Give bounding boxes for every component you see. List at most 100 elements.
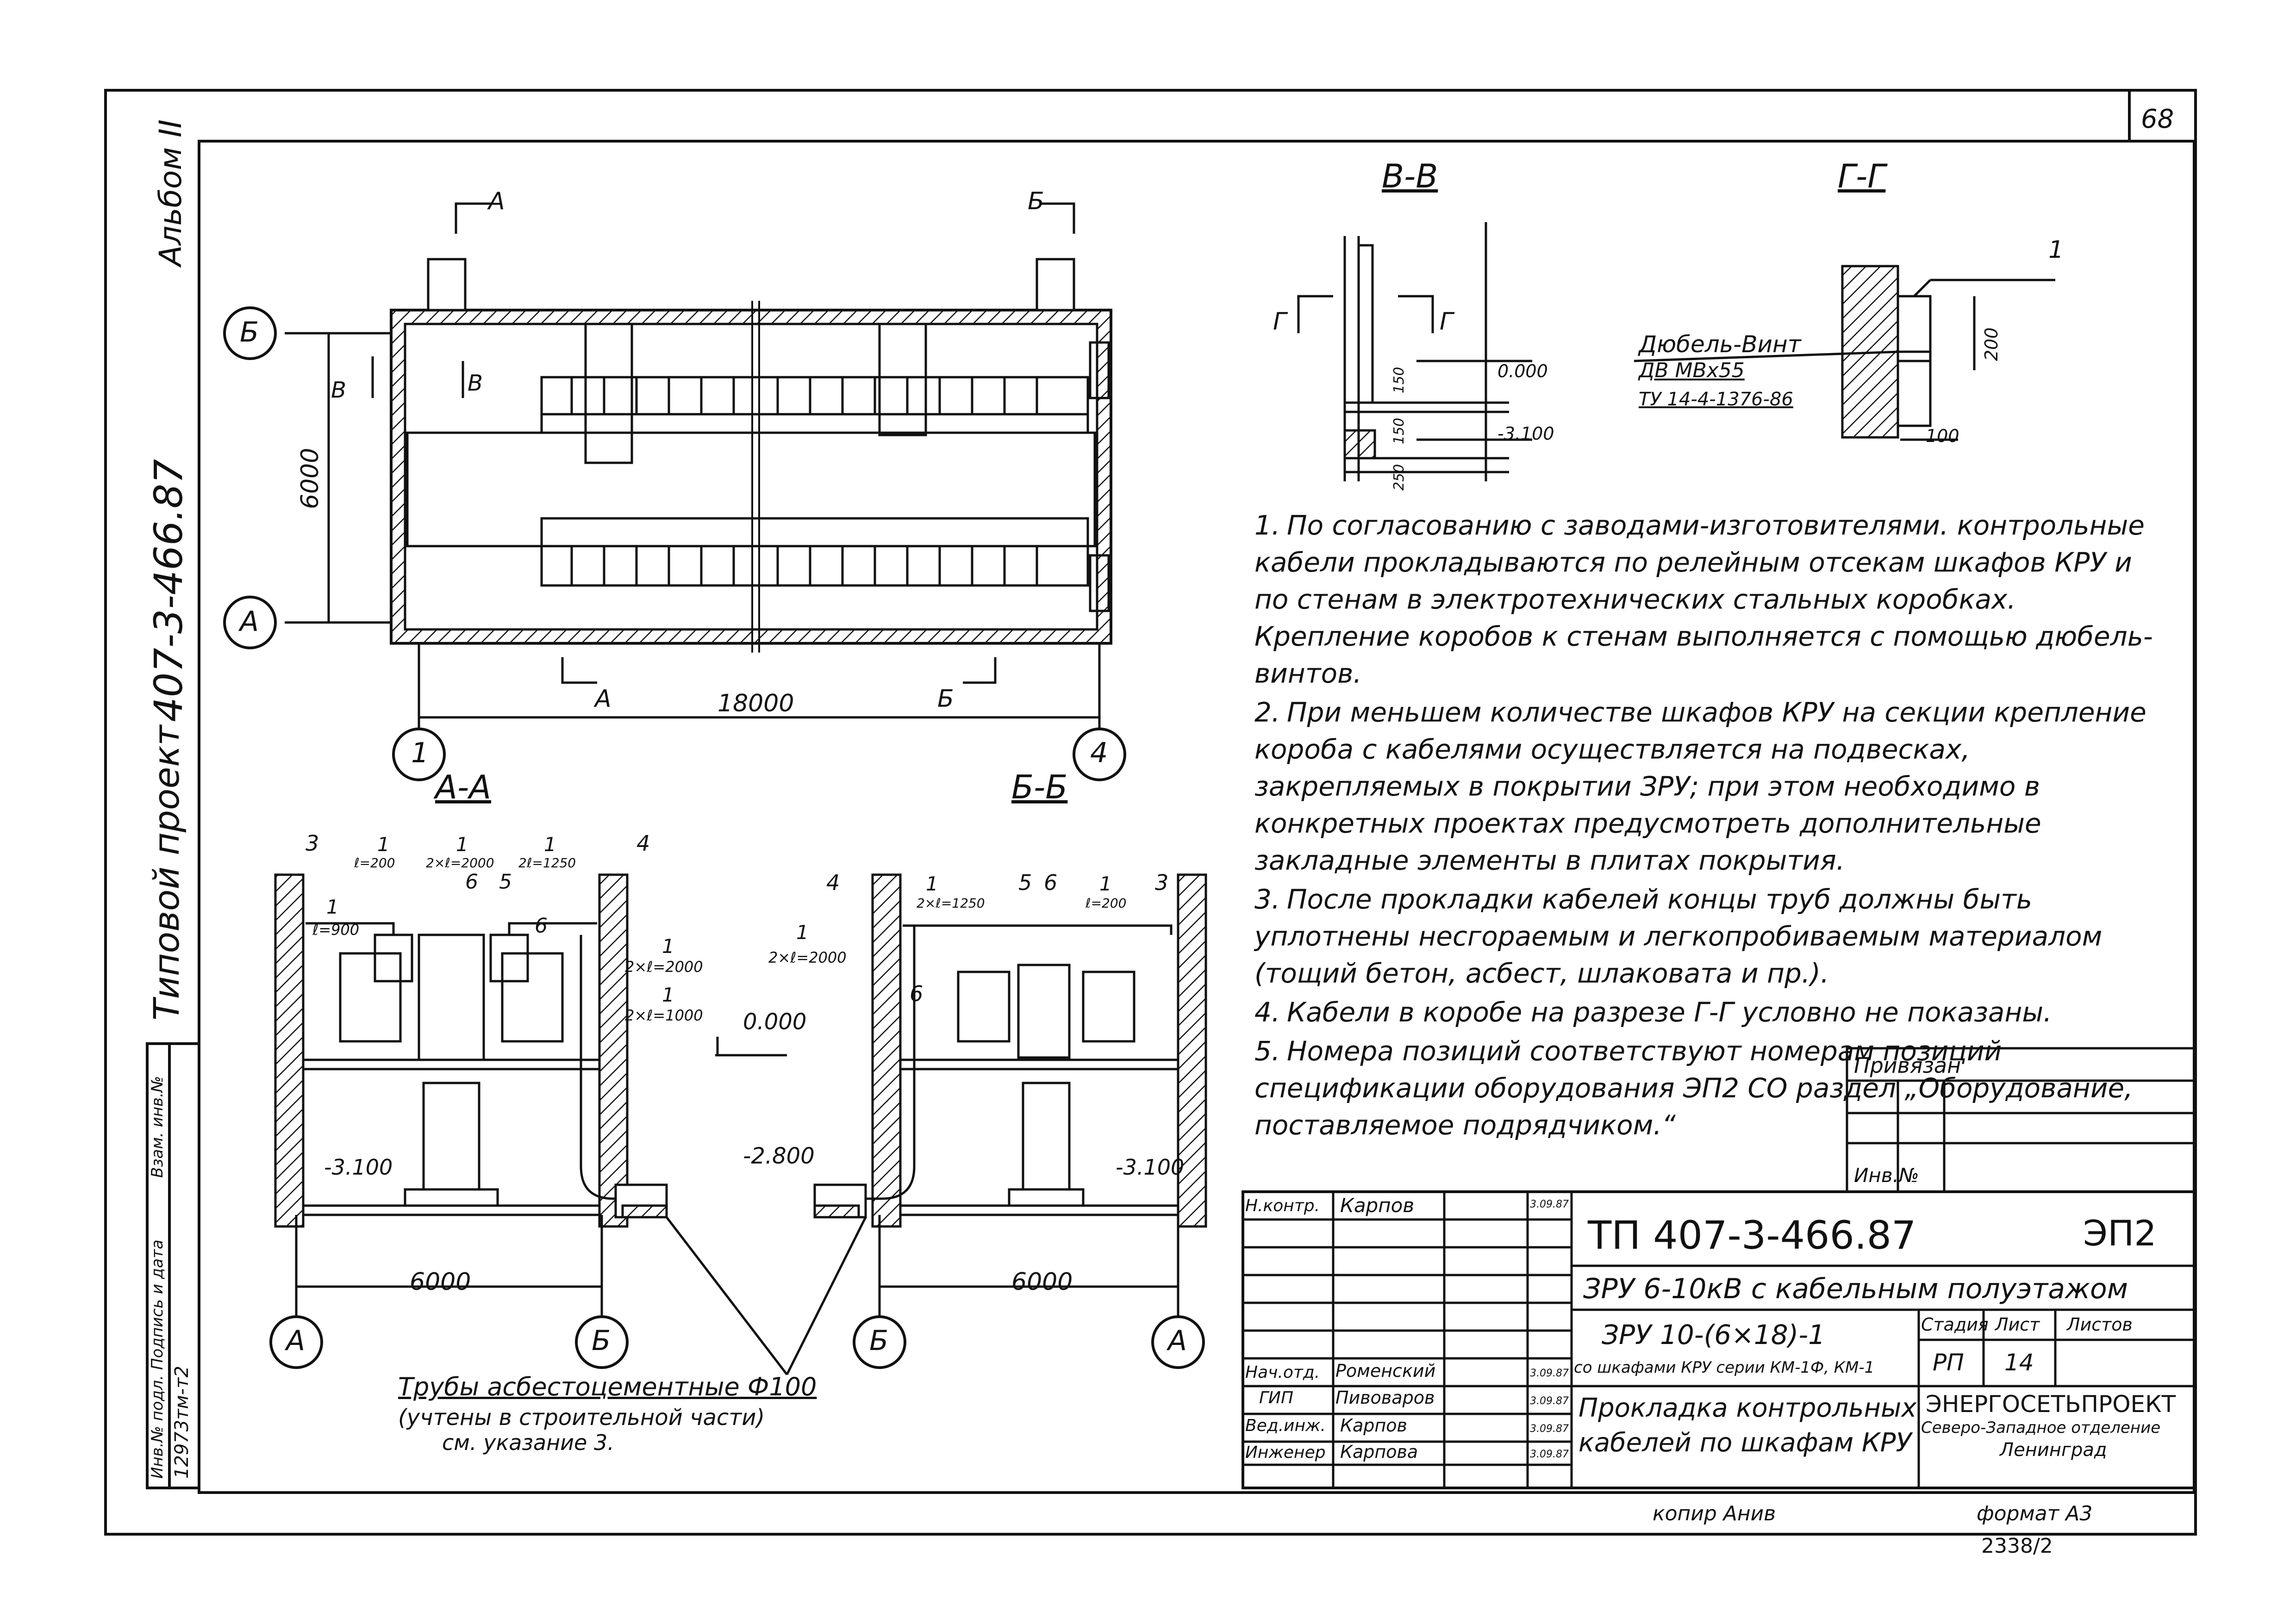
doc-title: ЗРУ 6-10кВ с кабельным полуэтажом — [1583, 1273, 2128, 1305]
role-gip: ГИП — [1259, 1388, 1294, 1407]
sheet-title-1: Прокладка контрольных — [1578, 1393, 1917, 1423]
axis-bubble-4 — [1073, 728, 1126, 781]
footer-kopir: копир Анив — [1653, 1502, 1776, 1525]
org-city: Ленинград — [2000, 1439, 2107, 1461]
role-n-kontr: Н.контр. — [1245, 1196, 1320, 1215]
doc-sub-2: со шкафами КРУ серии КМ-1Ф, КМ-1 — [1574, 1358, 1875, 1377]
inner-frame — [198, 140, 2196, 1494]
section-aa-axis-a: А — [286, 1325, 306, 1357]
section-aa-axis-b: Б — [592, 1325, 611, 1357]
stamp-inv-no: Инв.№ — [1854, 1164, 1919, 1187]
footer-format: формат А3 — [1977, 1502, 2093, 1525]
plan-view — [285, 202, 1112, 740]
album-label: Альбом II — [153, 119, 188, 266]
note-item: 4.Кабели в коробе на разрезе Г-Г условно… — [1254, 996, 2052, 1028]
plan-axis-4-label: 4 — [1090, 737, 1108, 769]
section-vv-title: В-В — [1382, 157, 1438, 195]
plan-cut-b-bottom: Б — [937, 685, 954, 713]
section-vv-level-m: -3.100 — [1497, 423, 1554, 444]
section-aa-title: А-А — [435, 768, 492, 806]
note-item: 5.Номера позиций соответствуют номерам п… — [1254, 1035, 2133, 1141]
name-gip: Пивоваров — [1335, 1388, 1435, 1408]
section-bb-level-m: -3.100 — [1116, 1155, 1185, 1180]
section-aa-l2x1000: 2×ℓ=1000 — [625, 1007, 703, 1024]
side-stamp — [146, 1042, 200, 1489]
note-item: 2.При меньшем количестве шкафов КРУ на с… — [1254, 697, 2146, 876]
stamp-privyazan: Привязан — [1854, 1053, 1961, 1078]
section-aa-pos-1f: 1 — [662, 983, 674, 1006]
name-n-kontr: Карпов — [1340, 1194, 1415, 1217]
axis-bubble-1 — [392, 728, 446, 781]
section-aa-dim: 6000 — [410, 1268, 471, 1296]
section-gg-title: Г-Г — [1838, 157, 1886, 195]
axis-bubble-a — [223, 596, 277, 649]
date-ved-inzh: 3.09.87 — [1530, 1423, 1569, 1435]
title-block-grid — [1242, 1047, 2196, 1489]
axis-bubble-bb-a — [1151, 1315, 1205, 1369]
section-bb-l200: ℓ=200 — [1086, 896, 1127, 911]
stadiya-value: РП — [1933, 1349, 1964, 1376]
section-gg-dim-100: 100 — [1926, 426, 1959, 446]
section-aa-pos-4: 4 — [636, 831, 650, 856]
section-bb-l1250: 2×ℓ=1250 — [917, 896, 985, 911]
section-aa-pos-1c: 1 — [544, 833, 556, 856]
section-gg-dim-200: 200 — [1981, 327, 2002, 361]
plan-cabinet-row-bottom — [540, 517, 1089, 587]
section-bb-axis-b: Б — [869, 1325, 889, 1357]
role-inzhener: Инженер — [1245, 1443, 1326, 1462]
section-vv-dim-150b: 150 — [1391, 417, 1407, 444]
pipes-note-3: см. указание 3. — [442, 1430, 614, 1455]
section-aa-pos-1b: 1 — [456, 833, 468, 856]
section-bb-pos-6: 6 — [1044, 870, 1058, 895]
axis-bubble-aa-a — [269, 1315, 323, 1369]
role-nach-otd: Нач.отд. — [1245, 1363, 1320, 1382]
section-aa-l900: ℓ=900 — [312, 921, 360, 939]
sheet-title-2: кабелей по шкафам КРУ — [1578, 1428, 1912, 1458]
pipes-note-2: (учтены в строительной части) — [398, 1405, 765, 1431]
section-aa-pos-1e: 1 — [662, 935, 674, 958]
org-branch: Северо-Западное отделение — [1921, 1419, 2161, 1437]
section-bb-pos-5: 5 — [1018, 870, 1032, 895]
org-name: ЭНЕРГОСЕТЬПРОЕКТ — [1926, 1391, 2176, 1418]
name-inzhener: Карпова — [1340, 1442, 1418, 1462]
section-aa-pos-6a: 6 — [465, 870, 478, 894]
plan-axis-a-label: А — [240, 605, 259, 638]
section-vv-cut-left: Г — [1273, 308, 1286, 336]
section-gg-dowel-2: ДВ МВх55 — [1639, 359, 1745, 382]
date-inzhener: 3.09.87 — [1530, 1449, 1569, 1460]
date-nach-otd: 3.09.87 — [1530, 1368, 1569, 1379]
section-aa-pos-1a: 1 — [377, 833, 390, 856]
section-gg-dowel-1: Дюбель-Винт — [1639, 331, 1801, 358]
page-number: 68 — [2141, 104, 2174, 134]
name-ved-inzh: Карпов — [1340, 1415, 1407, 1436]
plan-cut-b-top: Б — [1028, 187, 1044, 215]
plan-dim-height: 6000 — [296, 448, 324, 509]
section-aa — [274, 873, 788, 1375]
section-aa-pos-5: 5 — [499, 870, 512, 894]
footer-code: 2338/2 — [1981, 1534, 2053, 1558]
name-nach-otd: Роменский — [1335, 1361, 1436, 1381]
section-aa-level-m: -3.100 — [324, 1155, 393, 1180]
pipes-note-1: Трубы асбестоцементные Ф100 — [398, 1372, 817, 1401]
section-bb — [786, 873, 1207, 1375]
doc-sub-1: ЗРУ 10-(6×18)-1 — [1602, 1319, 1826, 1350]
section-gg-dowel-3: ТУ 14-4-1376-86 — [1639, 389, 1793, 410]
section-bb-title: Б-Б — [1011, 768, 1068, 806]
section-bb-pos-6b: 6 — [910, 981, 923, 1006]
plan-cut-a-top: А — [488, 187, 505, 215]
axis-bubble-aa-b — [575, 1315, 629, 1369]
list-value: 14 — [2004, 1349, 2034, 1376]
section-aa-pos-6b: 6 — [535, 914, 548, 938]
list-label: Лист — [1995, 1314, 2040, 1335]
section-vv-dim-250: 250 — [1391, 464, 1407, 491]
plan-dim-length: 18000 — [718, 690, 794, 717]
section-aa-pos-3: 3 — [306, 831, 319, 856]
listov-label: Листов — [2067, 1314, 2133, 1335]
doc-code: ТП 407-3-466.87 — [1588, 1213, 1916, 1258]
stadiya-label: Стадия — [1921, 1314, 1989, 1335]
section-vv — [1297, 222, 1532, 481]
section-bb-dim: 6000 — [1011, 1268, 1073, 1296]
section-bb-pos-1: 1 — [926, 872, 938, 895]
section-aa-level-0: 0.000 — [743, 1009, 807, 1035]
